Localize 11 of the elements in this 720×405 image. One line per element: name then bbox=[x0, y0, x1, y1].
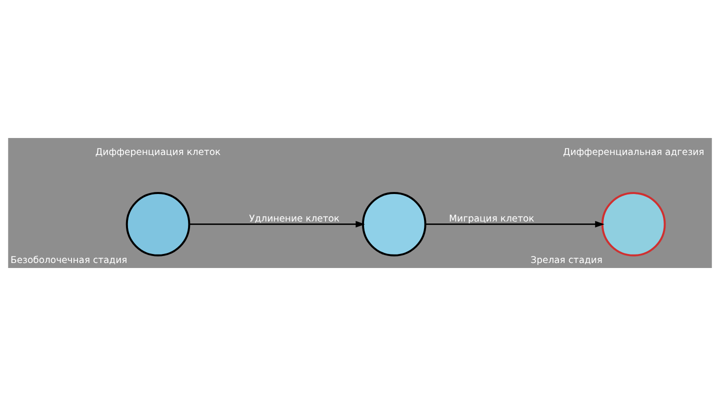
node-circle bbox=[126, 192, 190, 256]
edge-label: Миграция клеток bbox=[449, 213, 534, 224]
node-label: Безоболочечная стадия bbox=[10, 254, 128, 266]
label: Дифференциальная адгезия bbox=[562, 146, 704, 158]
node-label: Зрелая стадия bbox=[530, 254, 603, 266]
label: Дифференциация клеток bbox=[95, 146, 221, 158]
arrow bbox=[425, 220, 604, 227]
arrow bbox=[189, 220, 365, 227]
node-circle bbox=[601, 192, 666, 256]
node-circle bbox=[362, 192, 426, 256]
edge-label: Удлинение клеток bbox=[249, 213, 340, 224]
